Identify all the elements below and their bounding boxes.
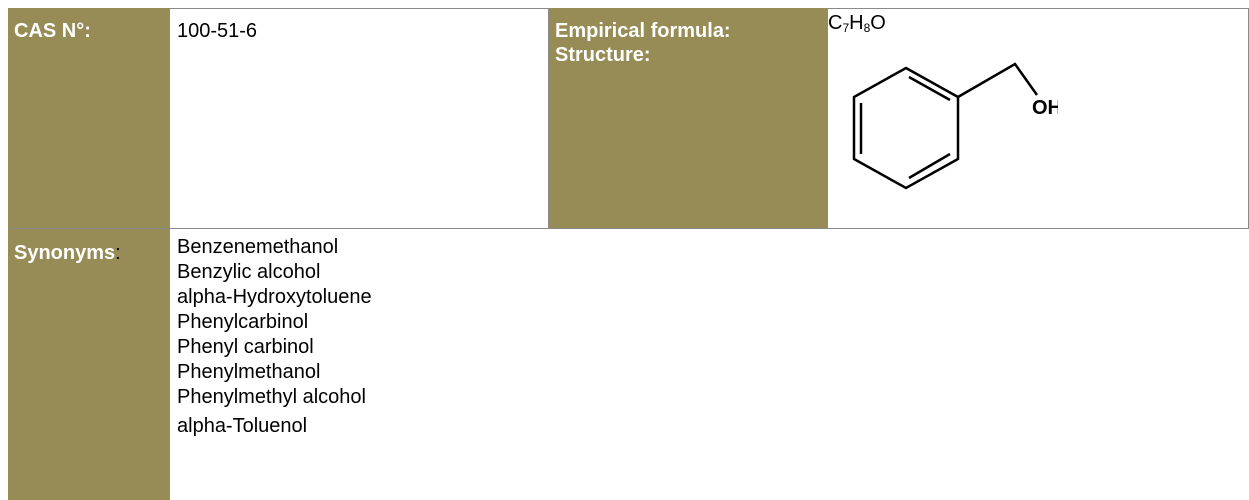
cas-number-text: 100-51-6	[177, 20, 258, 42]
empirical-formula: C7H8O	[828, 12, 886, 34]
benzyl-alcohol-structure: OH	[852, 62, 1058, 190]
cas-number-value: 100-51-6	[169, 8, 548, 228]
formula-hydrogen: H	[849, 12, 864, 34]
column-divider	[169, 8, 170, 500]
formula-oxygen: O	[870, 12, 886, 34]
formula-structure-label: Empirical formula: Structure:	[549, 8, 827, 228]
ch2-oh-bond	[957, 62, 1039, 99]
structure-label: Structure:	[555, 44, 651, 66]
benzene-ring	[852, 62, 1039, 190]
formula-hydrogen-count: 8	[863, 21, 871, 35]
cas-label-text: CAS N°:	[14, 20, 91, 42]
cas-number-label: CAS N°:	[8, 8, 169, 228]
column-divider	[548, 8, 549, 228]
hydroxyl-label: OH	[1032, 97, 1058, 119]
column-divider	[827, 8, 828, 228]
formula-carbon-count: 7	[842, 21, 850, 35]
empirical-formula-label: Empirical formula:	[555, 20, 731, 42]
formula-carbon: C	[828, 12, 843, 34]
substance-identity-table: CAS N°: 100-51-6 Empirical formula: Stru…	[8, 8, 1249, 500]
row-divider	[8, 228, 1249, 229]
